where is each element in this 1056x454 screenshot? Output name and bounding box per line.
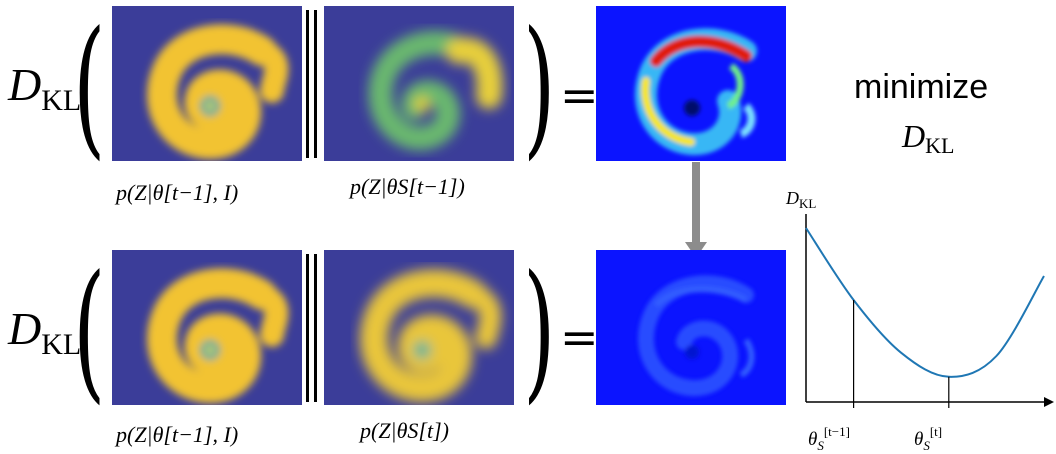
caption-text: p(Z|θ[t−1], I) bbox=[116, 422, 239, 447]
separator-bar-bottom bbox=[306, 254, 317, 402]
tick-theta: θ bbox=[914, 429, 924, 450]
kl-label-bottom: DKL bbox=[8, 306, 81, 360]
tick-sub: S bbox=[817, 438, 824, 453]
chart-ylabel-d: D bbox=[786, 188, 799, 208]
x-axis-arrowhead bbox=[1044, 397, 1054, 407]
objective-verb: minimize bbox=[854, 68, 989, 106]
kl-label-top: DKL bbox=[8, 62, 81, 116]
caption-text: p(Z|θS[t−1]) bbox=[350, 174, 465, 199]
caption-prior-bottom: p(Z|θS[t]) bbox=[360, 420, 449, 442]
close-paren-bottom: ) bbox=[523, 244, 556, 418]
tick-sup: [t−1] bbox=[823, 424, 850, 439]
heatmap-posterior-bottom bbox=[112, 250, 302, 405]
kl-subscript: KL bbox=[41, 328, 82, 361]
heatmap-prior-top bbox=[324, 6, 514, 161]
kl-map-bottom bbox=[596, 250, 786, 405]
kl-curve-chart bbox=[805, 214, 1054, 408]
chart-ylabel-sub: KL bbox=[799, 196, 817, 211]
objective-symbol: DKL bbox=[902, 118, 954, 159]
caption-text: p(Z|θ[t−1], I) bbox=[116, 180, 239, 205]
kl-subscript: KL bbox=[41, 84, 82, 117]
caption-posterior-top: p(Z|θ[t−1], I) bbox=[116, 182, 238, 204]
tick-theta: θ bbox=[808, 429, 818, 450]
caption-posterior-bottom: p(Z|θ[t−1], I) bbox=[116, 424, 238, 446]
equals-top: = bbox=[560, 68, 599, 122]
heatmap-posterior-top bbox=[112, 6, 302, 161]
open-paren-top: ( bbox=[73, 0, 106, 174]
heatmap-prior-bottom bbox=[324, 250, 514, 405]
caption-text: p(Z|θS[t]) bbox=[360, 418, 449, 443]
kl-symbol: D bbox=[8, 59, 42, 110]
kl-symbol: D bbox=[8, 303, 42, 354]
caption-prior-top: p(Z|θS[t−1]) bbox=[350, 176, 465, 198]
chart-ylabel: DKL bbox=[786, 188, 816, 212]
kl-map-top bbox=[596, 6, 786, 161]
x-tick-label-prev: θS[t−1] bbox=[808, 424, 850, 454]
equals-bottom: = bbox=[560, 310, 599, 364]
objective-d: D bbox=[902, 118, 926, 154]
tick-sub: S bbox=[923, 438, 930, 453]
open-paren-bottom: ( bbox=[73, 244, 106, 418]
down-arrow bbox=[682, 162, 710, 264]
kl-curve-line bbox=[805, 227, 1045, 378]
close-paren-top: ) bbox=[523, 0, 556, 174]
tick-sup: [t] bbox=[929, 424, 943, 439]
separator-bar-top bbox=[306, 10, 317, 158]
objective-subscript: KL bbox=[925, 133, 955, 158]
x-tick-label-current: θS[t] bbox=[914, 424, 942, 454]
